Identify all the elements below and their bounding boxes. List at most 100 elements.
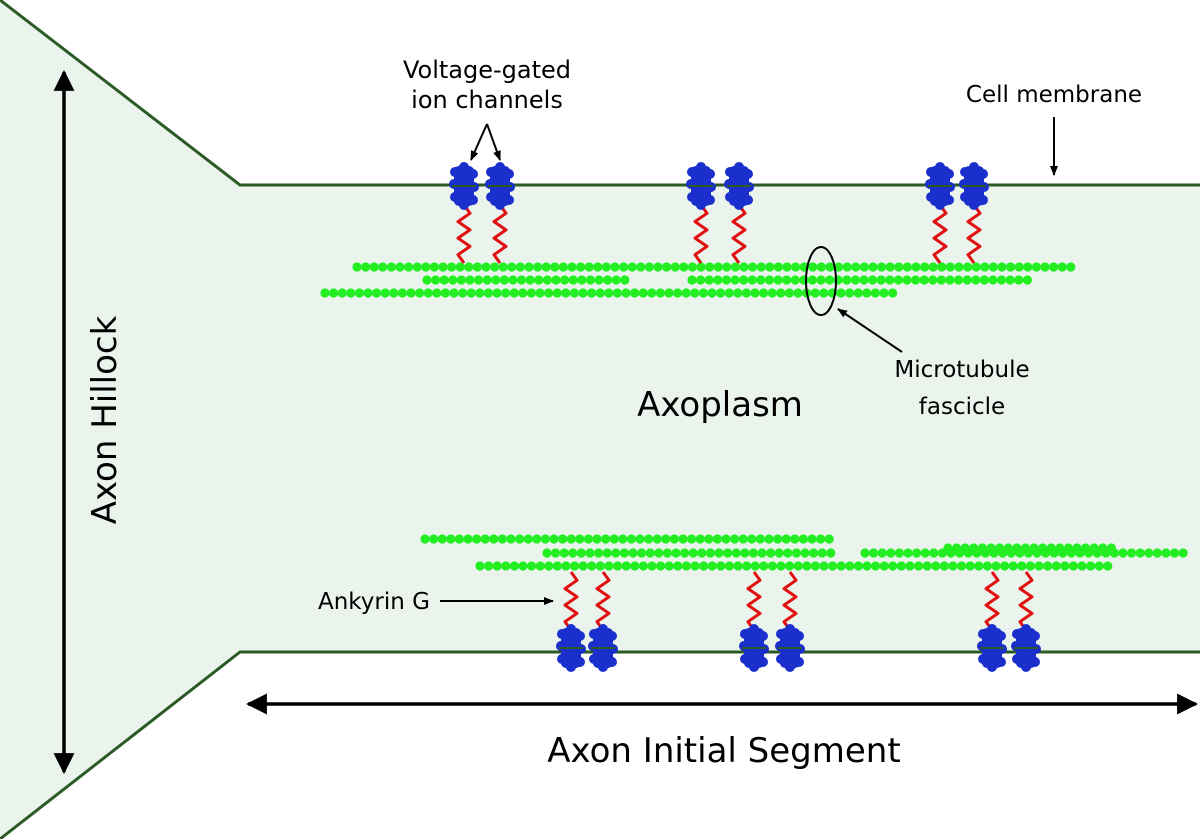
microtubule-dot	[738, 534, 748, 544]
microtubule-dot	[630, 288, 640, 298]
microtubule-dot	[896, 561, 907, 571]
microtubule-dot	[948, 561, 958, 571]
microtubule-dot	[888, 288, 898, 298]
ion-channel	[485, 162, 515, 210]
microtubule-dot	[800, 548, 810, 558]
microtubule-dot	[415, 288, 425, 298]
microtubule-dot	[687, 262, 698, 272]
microtubule-dot	[584, 262, 594, 272]
microtubule-dot	[1068, 561, 1078, 571]
microtubule-dot	[741, 288, 752, 298]
microtubule-dot	[363, 288, 373, 298]
microtubule-dot	[747, 534, 757, 544]
microtubule-dot	[1006, 548, 1016, 558]
microtubule-dot	[497, 534, 507, 544]
microtubule-dot	[549, 534, 559, 544]
microtubule-dot	[868, 262, 878, 272]
microtubule-dot	[1049, 548, 1059, 558]
microtubule-dot	[395, 262, 405, 272]
microtubule-dot	[472, 262, 482, 272]
microtubule-dot	[965, 561, 975, 571]
cell-membrane-bottom	[0, 650, 1200, 839]
microtubule-fascicles	[320, 262, 1188, 571]
microtubule-dot	[369, 262, 379, 272]
microtubule-dot	[1075, 548, 1085, 558]
microtubule-dot	[346, 288, 356, 298]
microtubule-dot	[526, 288, 537, 298]
microtubule-dot	[764, 275, 775, 285]
microtubule-dot	[1103, 561, 1113, 571]
microtubule-dot	[534, 275, 544, 285]
microtubule-dot	[329, 288, 339, 298]
microtubule-dot	[535, 288, 545, 298]
microtubule-dot	[808, 262, 818, 272]
microtubule-dot	[695, 534, 705, 544]
microtubule-dot	[446, 534, 456, 544]
microtubule-dot	[903, 548, 913, 558]
microtubule-dot	[594, 275, 604, 285]
microtubule-dot	[437, 534, 447, 544]
ion-channel	[724, 162, 754, 210]
microtubule-dot	[885, 275, 895, 285]
microtubule-dot	[784, 288, 795, 298]
microtubule-dot	[879, 288, 889, 298]
microtubule-dot	[509, 288, 519, 298]
microtubule-dot	[816, 275, 826, 285]
ion-channel	[977, 624, 1007, 672]
microtubule-dot	[707, 561, 717, 571]
microtubule-dot	[506, 534, 516, 544]
microtubule-dot	[730, 534, 740, 544]
microtubule-dot	[1022, 275, 1032, 285]
microtubule-dot	[819, 561, 829, 571]
ankyrin-g-linkers	[456, 204, 1034, 631]
ankyrin-g-linker	[1018, 571, 1034, 631]
ion-channel	[1011, 624, 1041, 672]
microtubule-dot	[1152, 548, 1162, 558]
microtubule-dot	[440, 288, 450, 298]
ankyrin-g-linker	[693, 204, 709, 264]
microtubule-dot	[498, 262, 508, 272]
microtubule-dot	[1000, 561, 1010, 571]
microtubule-dot	[851, 262, 861, 272]
microtubule-dot	[576, 262, 586, 272]
microtubule-dot	[575, 534, 585, 544]
microtubule-dot	[860, 548, 870, 558]
microtubule-dot	[1066, 262, 1076, 272]
microtubule-dot	[337, 288, 347, 298]
microtubule-dot	[914, 561, 924, 571]
ankyrin-g-linker	[782, 571, 798, 631]
microtubule-dot	[386, 262, 396, 272]
microtubule-dot	[475, 288, 485, 298]
microtubule-dot	[551, 548, 561, 558]
microtubule-dot	[481, 262, 491, 272]
microtubule-dot	[601, 534, 611, 544]
microtubule-dot	[585, 548, 595, 558]
microtubule-dot	[1043, 561, 1053, 571]
ankyrin-g-label: Ankyrin G	[318, 589, 430, 615]
microtubule-dot	[705, 262, 715, 272]
microtubule-dot	[1014, 262, 1024, 272]
microtubule-dot	[560, 275, 570, 285]
microtubule-dot	[652, 534, 662, 544]
microtubule-dot	[1049, 262, 1059, 272]
microtubule-dot	[1051, 561, 1061, 571]
microtubule-dot	[1066, 548, 1076, 558]
microtubule-dot	[905, 561, 915, 571]
microtubule-dot	[569, 288, 580, 298]
microtubule-dot	[713, 275, 723, 285]
microtubule-dot	[630, 561, 640, 571]
microtubule-dot	[587, 288, 597, 298]
microtubule-dot	[997, 275, 1007, 285]
microtubule-dot	[853, 561, 864, 571]
microtubule-dot	[1109, 548, 1119, 558]
microtubule-dot	[587, 561, 597, 571]
microtubule-dot	[790, 534, 800, 544]
microtubule-dot	[764, 534, 774, 544]
microtubule-dot	[678, 534, 688, 544]
microtubule-dot	[609, 534, 619, 544]
microtubule-dot	[429, 534, 439, 544]
microtubule-dot	[490, 262, 500, 272]
microtubule-dot	[781, 534, 791, 544]
microtubule-dot	[920, 262, 930, 272]
